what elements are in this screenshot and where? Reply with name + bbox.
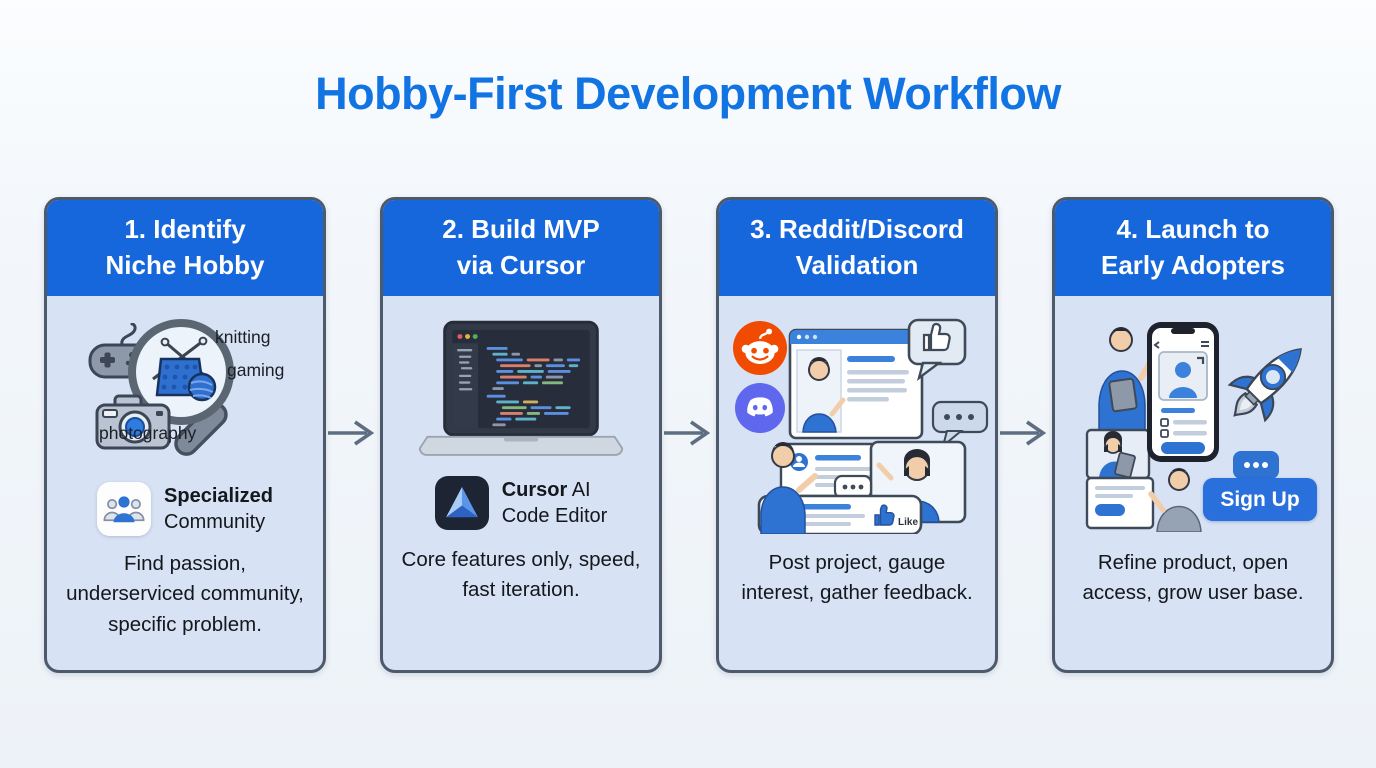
forum-posts-illustration: Like [757,318,989,534]
step1-header-line2: Niche Hobby [105,250,265,280]
workflow-steps: 1. Identify Niche Hobby [44,197,1334,673]
step2-header: 2. Build MVP via Cursor [383,200,659,296]
feature-title-cursor: Cursor [501,479,568,501]
hobby-label-knitting: knitting [215,327,271,347]
step4-header-line1: 4. Launch to [1116,214,1270,245]
feature-subtitle-community: Community [164,511,266,533]
community-icon [97,482,152,536]
community-validation-illustration: Like [719,318,995,534]
arrow-step1-to-step2 [326,419,380,447]
step4-header: 4. Launch to Early Adopters [1055,200,1331,296]
magnifier-knitting-icon [128,319,234,456]
step3-description: Post project, gauge interest, gather fee… [741,551,973,605]
laptop-code-editor-illustration [418,320,624,456]
cursor-logo-icon [434,476,489,530]
step-card-identify-niche-hobby: 1. Identify Niche Hobby [44,197,326,673]
arrow-step2-to-step3 [662,419,716,447]
page-title: Hobby-First Development Workflow [315,68,1061,119]
camera-icon [95,394,171,450]
step-card-launch-early-adopters: 4. Launch to Early Adopters [1052,197,1334,673]
hobby-label-photography: photography [99,423,197,443]
specialized-community-feature: Specialized Community [97,482,273,536]
launch-illustration: Sign Up [1055,318,1331,532]
feature-subtitle-code-editor: Code Editor [501,505,608,527]
like-label: Like [898,517,918,528]
step1-header: 1. Identify Niche Hobby [47,200,323,296]
cursor-ai-feature: Cursor AI Code Editor [434,476,608,530]
step4-description: Refine product, open access, grow user b… [1082,551,1304,605]
launch-scene [1085,322,1302,532]
step-card-reddit-discord-validation: 3. Reddit/Discord Validation [716,197,998,673]
sign-up-button: Sign Up [1203,478,1317,521]
step2-description: Core features only, speed, fast iteratio… [401,548,641,602]
step2-header-line2: via Cursor [456,250,586,280]
feature-title-specialized: Specialized [164,485,273,507]
step1-header-line1: 1. Identify [124,214,246,245]
step3-header: 3. Reddit/Discord Validation [719,200,995,296]
step1-description: Find passion, underserviced community, s… [66,552,304,636]
reddit-icon [733,321,787,375]
step-card-build-mvp-cursor: 2. Build MVP via Cursor [380,197,662,673]
hobby-label-gaming: gaming [227,360,285,380]
step3-header-line2: Validation [795,250,919,280]
step3-header-line1: 3. Reddit/Discord [750,214,964,245]
hobby-search-illustration: knitting gaming photography [47,309,323,473]
step4-header-line2: Early Adopters [1101,250,1285,280]
step2-header-line1: 2. Build MVP [442,214,600,245]
discord-icon [735,383,785,433]
arrow-step3-to-step4 [998,419,1052,447]
